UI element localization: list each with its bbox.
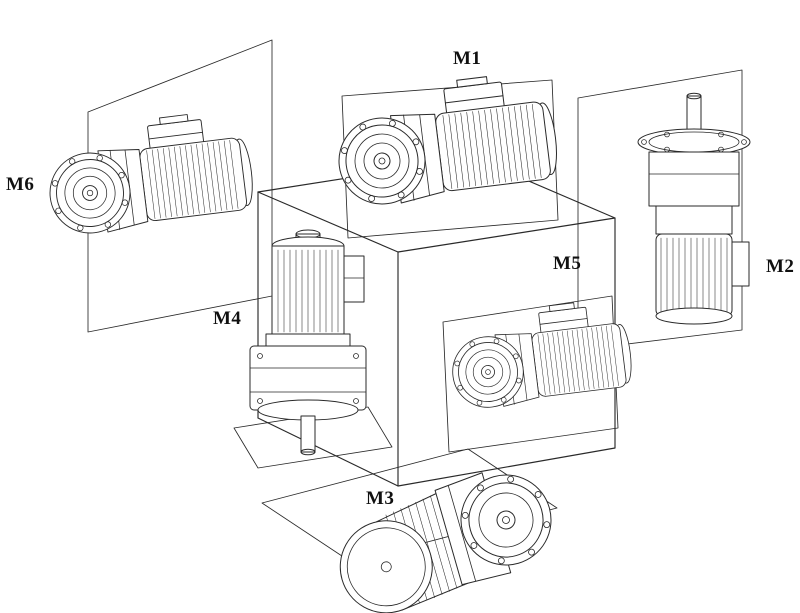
gearmotor-m1 [330,68,562,211]
label-m6: M6 [6,174,35,195]
gearmotor-m5 [445,296,636,413]
label-m2: M2 [766,256,795,277]
label-m3: M3 [366,488,395,509]
gearmotor-m6 [41,107,257,239]
gearmotor-m2 [637,92,751,325]
label-m4: M4 [213,308,242,329]
label-m1: M1 [453,48,482,69]
label-m5: M5 [553,253,582,274]
gearmotor-m4 [249,229,367,456]
mounting-plane-m2 [577,69,743,351]
mounting-plane-m3 [261,448,558,563]
gearmotor-m3 [339,472,552,613]
